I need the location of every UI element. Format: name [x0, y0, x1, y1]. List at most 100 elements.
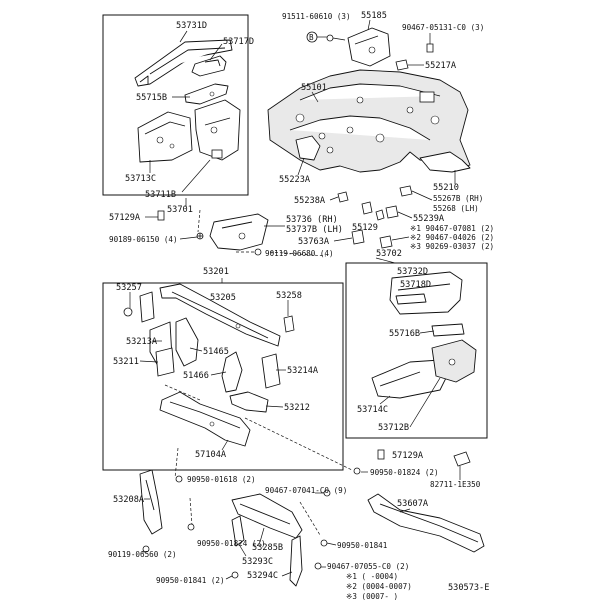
part-57129A-bottom-drawing — [377, 449, 385, 460]
callout-marker-b-text: B — [309, 33, 314, 42]
label-91511-60610: 91511-60610 (3) — [282, 12, 351, 21]
part-90467-05131-clip-drawing — [426, 43, 434, 53]
part-53763A-drawing — [351, 229, 365, 245]
group-label-53702: 53702 — [376, 249, 402, 259]
part-53711B-drawing — [194, 99, 241, 161]
label-55238A: 55238A — [294, 196, 326, 206]
date-note-2: ※2 (0004-0007) — [346, 582, 412, 591]
label-57129A-bottom: 57129A — [392, 451, 424, 461]
part-55223A-drawing — [295, 135, 321, 161]
part-91511-bolt-drawing — [326, 34, 346, 42]
label-90467-05131: 90467-05131-C0 (3) — [402, 23, 484, 32]
part-57104A-drawing — [159, 391, 251, 447]
part-90950-01824-left-drawing — [187, 523, 195, 531]
label-55268: 55268 (LH) — [433, 204, 479, 213]
part-55129-drawing — [379, 235, 393, 249]
label-note1: ※1 90467-07081 (2) — [410, 224, 494, 233]
part-53718D-drawing — [395, 293, 427, 305]
group-box-53702 — [345, 262, 488, 439]
group-label-53201: 53201 — [203, 267, 229, 277]
part-53258-drawing — [283, 315, 295, 333]
part-90950-01841-mid-drawing — [320, 539, 328, 547]
label-82711: 82711-1E350 — [430, 480, 481, 489]
label-53607A: 53607A — [397, 499, 429, 509]
label-55267B: 55267B (RH) — [433, 194, 483, 203]
label-55715B: 55715B — [136, 93, 167, 103]
part-53293C-drawing — [231, 515, 245, 547]
group-box-53201 — [102, 282, 344, 471]
date-note-1: ※1 ( -0004) — [346, 572, 398, 581]
part-55267B-drawing — [399, 185, 413, 197]
label-55223A: 55223A — [279, 175, 311, 185]
label-55210: 55210 — [433, 183, 459, 193]
part-53732D-drawing — [389, 271, 463, 315]
part-55716B-drawing — [431, 323, 465, 337]
label-90950-01841-left: 90950-01841 (2) — [156, 576, 225, 585]
part-53731D-drawing — [134, 39, 233, 87]
part-90950-01618-drawing — [175, 475, 183, 483]
label-53712B: 53712B — [378, 423, 409, 433]
label-53205: 53205 — [210, 293, 236, 303]
part-53294C-drawing — [289, 535, 303, 587]
part-53713C-drawing — [137, 111, 193, 163]
part-55210-drawing — [419, 151, 471, 173]
label-55129: 55129 — [352, 223, 378, 233]
part-53285B-drawing — [231, 493, 303, 539]
part-53607A-drawing — [367, 493, 485, 553]
part-55715B-drawing — [184, 83, 229, 105]
label-53285B: 53285B — [252, 543, 283, 553]
part-55217A-drawing — [395, 59, 409, 71]
part-53717D-drawing — [191, 55, 227, 77]
label-90950-01824-left: 90950-01824 (2) — [197, 539, 266, 548]
catalog-number: 530573-E — [448, 583, 489, 593]
part-55239A-drawing — [361, 201, 399, 221]
label-53214A: 53214A — [287, 366, 319, 376]
label-53713C: 53713C — [125, 174, 156, 184]
label-90119-06560: 90119-06560 (2) — [108, 550, 177, 559]
part-53712B-drawing — [431, 339, 477, 383]
label-51466: 51466 — [183, 371, 209, 381]
part-53214A-drawing — [261, 353, 281, 389]
label-53208A: 53208A — [113, 495, 145, 505]
part-90950-01841-left-drawing — [231, 571, 239, 579]
label-90950-01618: 90950-01618 (2) — [187, 475, 256, 484]
label-53294C: 53294C — [247, 571, 278, 581]
label-53212: 53212 — [284, 403, 310, 413]
label-55101: 55101 — [301, 83, 327, 93]
label-53731D: 53731D — [176, 21, 207, 31]
part-53257-drawing — [123, 291, 155, 323]
part-53208A-drawing — [139, 469, 163, 535]
label-53717D: 53717D — [223, 37, 254, 47]
label-53213A: 53213A — [126, 337, 158, 347]
group-box-53701 — [102, 14, 249, 196]
label-note2: ※2 90467-04026 (2) — [410, 233, 494, 242]
label-53211: 53211 — [113, 357, 139, 367]
label-53737B: 53737B (LH) — [286, 225, 343, 235]
label-90119-06680: 90119-06680 (4) — [265, 249, 334, 258]
label-90189-06150: 90189-06150 (4) — [109, 235, 178, 244]
label-53257: 53257 — [116, 283, 142, 293]
label-53718D: 53718D — [400, 280, 431, 290]
label-53732D: 53732D — [397, 267, 428, 277]
part-82711-drawing — [453, 451, 471, 467]
label-53293C: 53293C — [242, 557, 273, 567]
label-90467-07055: 90467-07055-C0 (2) — [327, 562, 409, 571]
part-51465-drawing — [175, 317, 199, 367]
part-90189-bolt-drawing — [196, 232, 204, 240]
label-53763A: 53763A — [298, 237, 330, 247]
part-53736-drawing — [209, 213, 269, 251]
label-90950-01824-right: 90950-01824 (2) — [370, 468, 439, 477]
label-note3: ※3 90269-03037 (2) — [410, 242, 494, 251]
label-57129A-top: 57129A — [109, 213, 141, 223]
label-55239A: 55239A — [413, 214, 445, 224]
part-53714C-drawing — [371, 359, 451, 399]
part-90467-07055-clip-drawing — [314, 562, 322, 570]
label-90467-07041: 90467-07041-C0 (9) — [265, 486, 347, 495]
label-55185: 55185 — [361, 11, 387, 21]
group-label-53701: 53701 — [167, 205, 193, 215]
label-90950-01841-mid: 90950-01841 — [337, 541, 388, 550]
part-90119-06680-bolt-drawing — [254, 248, 262, 256]
label-51465: 51465 — [203, 347, 229, 357]
label-53714C: 53714C — [357, 405, 388, 415]
